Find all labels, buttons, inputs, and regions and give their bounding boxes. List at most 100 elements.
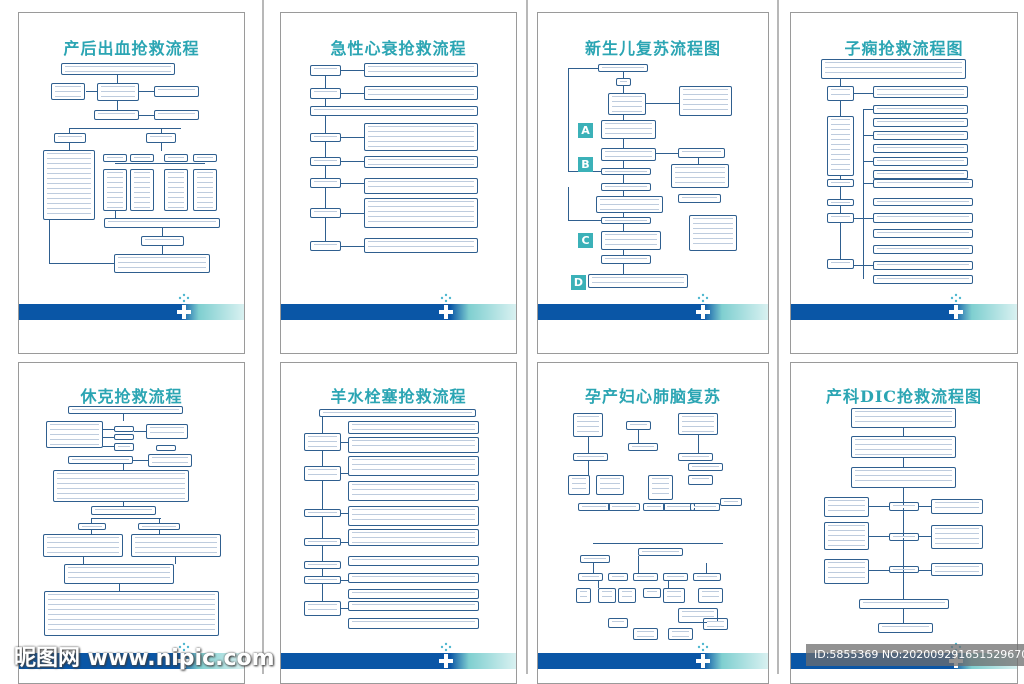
flow-connector [903,458,905,467]
flow-box [138,523,180,530]
flow-connector [341,183,364,185]
flow-box [348,589,479,599]
flow-box [46,421,103,448]
flow-box [601,217,651,224]
flow-box [568,475,590,495]
flow-box [364,86,478,100]
poster-amniotic-embolism: 羊水栓塞抢救流程 [280,362,517,684]
flow-connector [49,220,51,263]
footer-band [19,653,244,669]
flow-connector [139,91,154,93]
flow-connector [656,153,678,155]
flow-box [628,443,658,451]
flow-box [310,88,341,99]
flow-box [146,424,188,439]
flow-box [114,443,134,451]
flow-box [193,169,217,211]
flow-box [931,563,983,576]
flow-box [608,573,628,581]
flow-box [873,179,973,188]
flow-box [601,231,661,250]
flow-box [130,154,154,162]
flow-box [616,78,631,86]
flow-box [348,437,479,453]
flow-box [578,503,610,511]
flow-connector [341,542,348,544]
flow-box [671,164,729,188]
flow-box [608,618,628,628]
flow-box [601,183,651,191]
flow-box [310,208,341,218]
flow-box [304,509,341,517]
step-label: C [578,233,593,248]
flow-connector [863,161,873,163]
flow-box [688,475,713,485]
flow-connector [863,109,873,111]
flow-connector [161,143,163,151]
flow-box [668,628,693,640]
flow-connector [840,187,842,199]
flow-box [873,170,968,179]
flow-connector [869,536,889,538]
flow-box [43,150,95,220]
flow-connector [341,513,348,515]
flow-box [873,144,968,153]
flow-connector [593,543,723,545]
sparkle-icon [440,293,452,303]
footer-band [538,304,768,320]
flow-box [304,576,341,584]
flow-connector [161,128,163,133]
flow-box [698,588,723,603]
flow-box [931,525,983,549]
flow-box [114,426,134,432]
flow-connector [325,76,327,88]
flow-connector [568,68,598,70]
flow-box [703,618,728,630]
footer-band [538,653,768,669]
flow-box [618,588,636,603]
flow-connector [638,430,640,443]
flow-box [304,466,341,481]
flow-box [598,64,648,72]
poster-shock: 休克抢救流程 [18,362,245,684]
flow-box [873,157,968,166]
flow-box [68,406,183,414]
flow-connector [919,506,931,508]
flow-box [827,116,854,176]
flow-connector [588,461,590,475]
flow-connector [123,464,125,470]
flow-connector [919,536,931,538]
flow-connector [341,70,364,72]
flow-box [859,599,949,609]
flow-connector [623,224,625,231]
flow-connector [69,128,181,130]
flow-connector [854,218,873,220]
flow-box [873,275,973,284]
flow-box [824,497,869,517]
flow-connector [840,206,842,213]
flow-connector [322,451,324,466]
flow-box [688,463,723,471]
flow-connector [162,228,164,236]
flow-box [78,523,106,530]
flow-box [348,421,479,434]
flow-connector [83,557,85,564]
flow-box [154,110,199,120]
flow-box [678,453,713,461]
step-label: B [578,157,593,172]
flow-box [596,475,624,495]
sparkle-icon [697,293,709,303]
flow-connector [646,103,679,105]
flow-connector [159,518,161,523]
flow-box [103,169,127,211]
flow-box [827,213,854,223]
flow-box [821,59,966,79]
flow-connector [698,435,700,453]
flow-connector [139,115,154,117]
watermark-site: 昵图网 www.nipic.com [14,646,275,671]
flow-connector [854,265,873,267]
flow-box [608,503,640,511]
flow-connector [325,166,327,178]
flow-box [573,453,608,461]
flow-box [141,236,184,246]
